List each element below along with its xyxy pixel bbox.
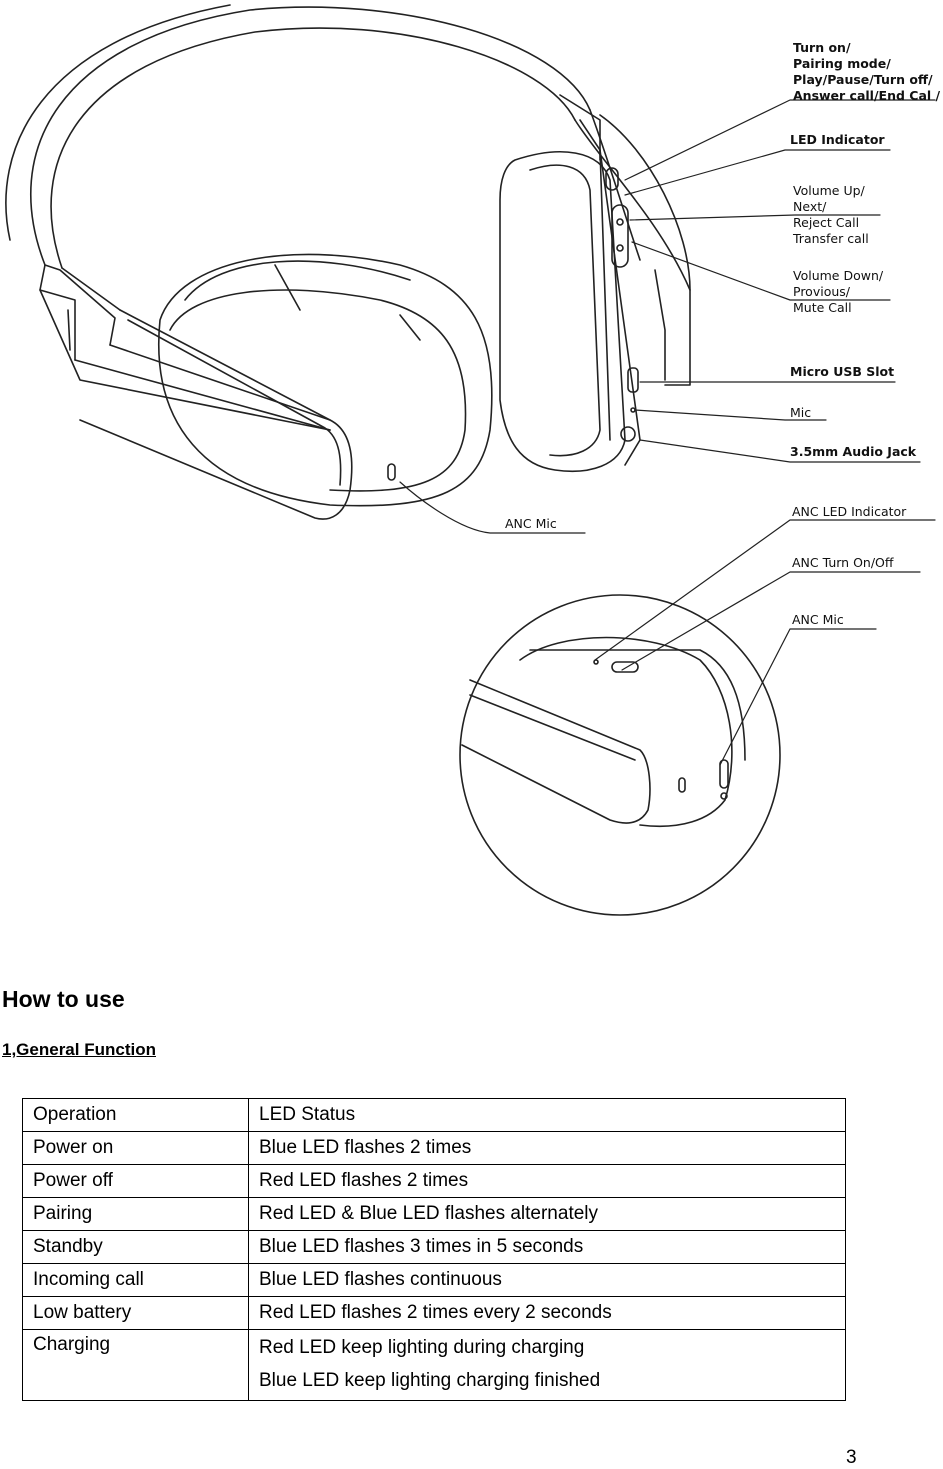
table-row: Incoming call Blue LED flashes continuou…: [22, 1263, 846, 1297]
led-status-table: Operation LED Status Power on Blue LED f…: [22, 1098, 846, 1401]
status-cell: Blue LED flashes continuous: [248, 1263, 846, 1297]
page-number: 3: [846, 1447, 857, 1468]
operation-cell: Standby: [22, 1230, 249, 1264]
table-header-row: Operation LED Status: [22, 1098, 846, 1132]
table-row: Power off Red LED flashes 2 times: [22, 1164, 846, 1198]
callout-volume-down: Volume Down/ Provious/ Mute Call: [793, 268, 884, 315]
headphone-drawing: [5, 4, 936, 916]
callout-anc-mic-main: ANC Mic: [505, 516, 557, 531]
callout-anc-turn: ANC Turn On/Off: [792, 555, 894, 570]
operation-cell: Pairing: [22, 1197, 249, 1231]
table-row: Power on Blue LED flashes 2 times: [22, 1131, 846, 1165]
callout-anc-led: ANC LED Indicator: [792, 504, 907, 519]
left-earcup: [79, 253, 493, 520]
status-cell: Red LED & Blue LED flashes alternately: [248, 1197, 846, 1231]
status-cell: Blue LED flashes 3 times in 5 seconds: [248, 1230, 846, 1264]
callout-led-indicator: LED Indicator: [790, 132, 885, 147]
right-earcup: [499, 119, 666, 472]
status-line: Red LED keep lighting during charging: [259, 1337, 585, 1358]
callout-mic: Mic: [790, 405, 812, 420]
callout-volume-up: Volume Up/ Next/ Reject Call Transfer ca…: [793, 183, 869, 246]
callout-micro-usb: Micro USB Slot: [790, 364, 895, 379]
callout-audio-jack: 3.5mm Audio Jack: [790, 444, 917, 459]
header-operation: Operation: [22, 1098, 249, 1132]
operation-cell: Charging: [22, 1329, 249, 1401]
callout-anc-mic-inset: ANC Mic: [792, 612, 844, 627]
callout-leaders: [399, 99, 936, 766]
subsection-title: 1,General Function: [2, 1040, 156, 1059]
operation-cell: Incoming call: [22, 1263, 249, 1297]
section-title: How to use: [2, 986, 125, 1012]
table-row: Low battery Red LED flashes 2 times ever…: [22, 1296, 846, 1330]
headband: [5, 4, 691, 431]
operation-cell: Power off: [22, 1164, 249, 1198]
table-row: Standby Blue LED flashes 3 times in 5 se…: [22, 1230, 846, 1264]
status-cell: Blue LED flashes 2 times: [248, 1131, 846, 1165]
status-cell: Red LED flashes 2 times every 2 seconds: [248, 1296, 846, 1330]
anc-inset: [459, 594, 781, 916]
headphone-diagram: Turn on/ Pairing mode/ Play/Pause/Turn o…: [5, 4, 941, 916]
status-cell: Red LED keep lighting during charging Bl…: [248, 1329, 846, 1401]
operation-cell: Power on: [22, 1131, 249, 1165]
table-row-charging: Charging Red LED keep lighting during ch…: [22, 1329, 846, 1401]
table-row: Pairing Red LED & Blue LED flashes alter…: [22, 1197, 846, 1231]
status-cell: Red LED flashes 2 times: [248, 1164, 846, 1198]
callout-turn-on: Turn on/ Pairing mode/ Play/Pause/Turn o…: [793, 40, 941, 103]
status-line: Blue LED keep lighting charging finished: [259, 1370, 601, 1391]
operation-cell: Low battery: [22, 1296, 249, 1330]
header-led-status: LED Status: [248, 1098, 846, 1132]
